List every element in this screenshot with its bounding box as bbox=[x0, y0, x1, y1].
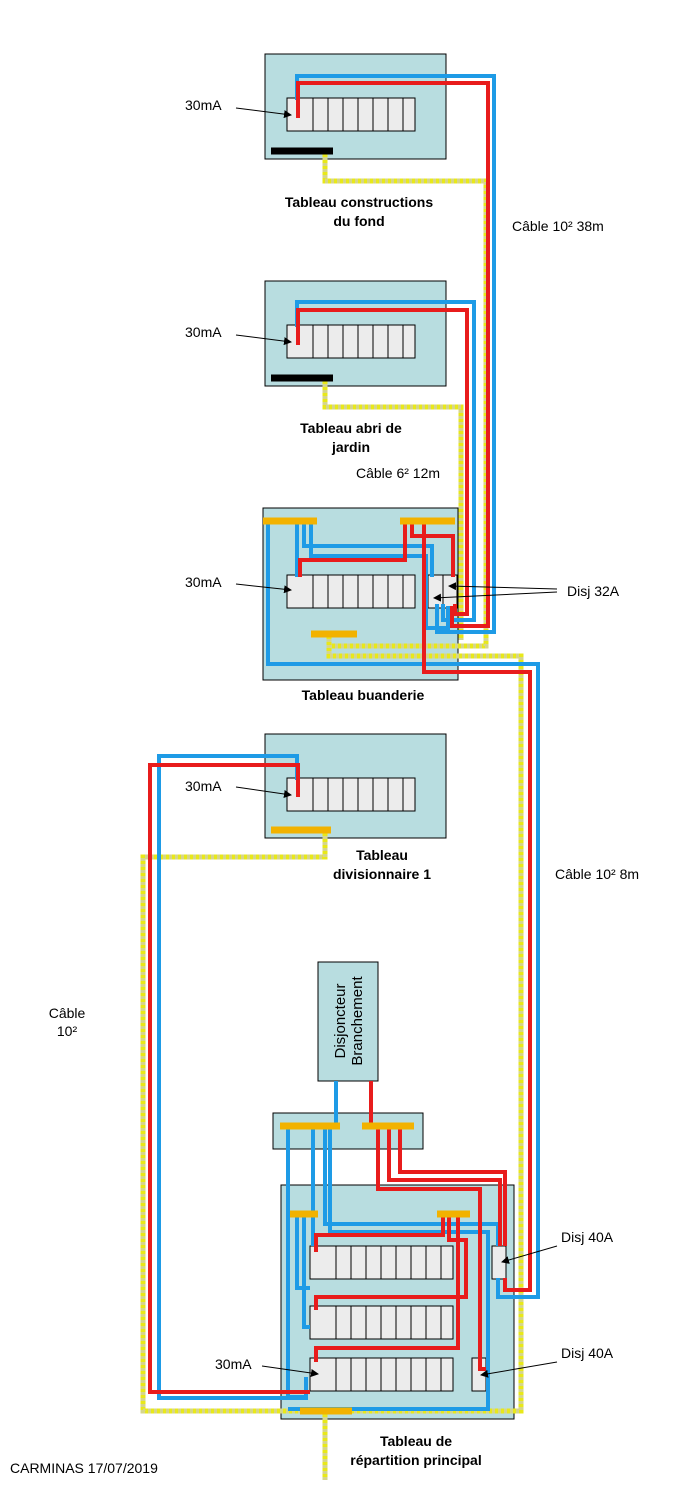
disjoncteur-label-2: Branchement bbox=[349, 976, 366, 1066]
module-row-principal-1 bbox=[309, 1245, 454, 1280]
module-row-fond bbox=[286, 97, 416, 132]
arrow-abri-rcd bbox=[235, 334, 292, 346]
fond-rcd-label: 30mA bbox=[185, 97, 222, 113]
arrow-40a-top bbox=[501, 1245, 558, 1264]
fond-title-1: Tableau constructions bbox=[285, 194, 434, 210]
cable-10-label-1: Câble bbox=[49, 1005, 86, 1021]
breaker-32a bbox=[427, 574, 444, 609]
div-title-2: divisionnaire 1 bbox=[333, 866, 431, 882]
abri-title-2: jardin bbox=[331, 439, 370, 455]
arrow-32a-2 bbox=[433, 591, 558, 602]
buanderie-rcd-label: 30mA bbox=[185, 574, 222, 590]
principal-title-2: répartition principal bbox=[350, 1452, 481, 1468]
arrow-40a-bottom bbox=[480, 1361, 558, 1378]
breaker-40a-top bbox=[491, 1245, 507, 1280]
breaker-32a-2 bbox=[442, 574, 458, 609]
module-row-abri bbox=[286, 324, 416, 359]
phase-cables bbox=[148, 81, 532, 1394]
abri-rcd-label: 30mA bbox=[185, 324, 222, 340]
neutral-cables bbox=[157, 74, 540, 1411]
module-row-principal-3 bbox=[309, 1357, 454, 1392]
footer-credit: CARMINAS 17/07/2019 bbox=[10, 1460, 158, 1476]
cable-38m-label: Câble 10² 38m bbox=[512, 218, 604, 234]
module-row-principal-2 bbox=[309, 1305, 454, 1340]
breaker-32a-label: Disj 32A bbox=[567, 583, 620, 599]
arrow-fond-rcd bbox=[235, 107, 292, 119]
panel-disjoncteur-branchement bbox=[317, 961, 379, 1082]
principal-rcd-label: 30mA bbox=[215, 1356, 252, 1372]
arrow-buanderie-rcd bbox=[235, 583, 292, 594]
breaker-40a-bottom-label: Disj 40A bbox=[561, 1345, 614, 1361]
cable-10-label-2: 10² bbox=[57, 1023, 78, 1039]
fond-title-2: du fond bbox=[333, 213, 384, 229]
module-row-buanderie bbox=[286, 574, 416, 609]
breaker-40a-top-label: Disj 40A bbox=[561, 1229, 614, 1245]
arrow-div-rcd bbox=[235, 786, 292, 798]
cable-12m-label: Câble 6² 12m bbox=[356, 465, 440, 481]
cable-8m-label: Câble 10² 8m bbox=[555, 866, 639, 882]
div-rcd-label: 30mA bbox=[185, 778, 222, 794]
buanderie-title: Tableau buanderie bbox=[302, 687, 425, 703]
arrow-principal-rcd bbox=[261, 1365, 319, 1377]
disjoncteur-label-1: Disjoncteur bbox=[332, 983, 349, 1058]
arrow-32a-1 bbox=[448, 582, 558, 591]
abri-title-1: Tableau abri de bbox=[300, 420, 402, 436]
module-row-divisionnaire bbox=[286, 777, 416, 812]
busbars bbox=[263, 147, 470, 1415]
div-title-1: Tableau bbox=[356, 847, 408, 863]
principal-title-1: Tableau de bbox=[380, 1433, 452, 1449]
